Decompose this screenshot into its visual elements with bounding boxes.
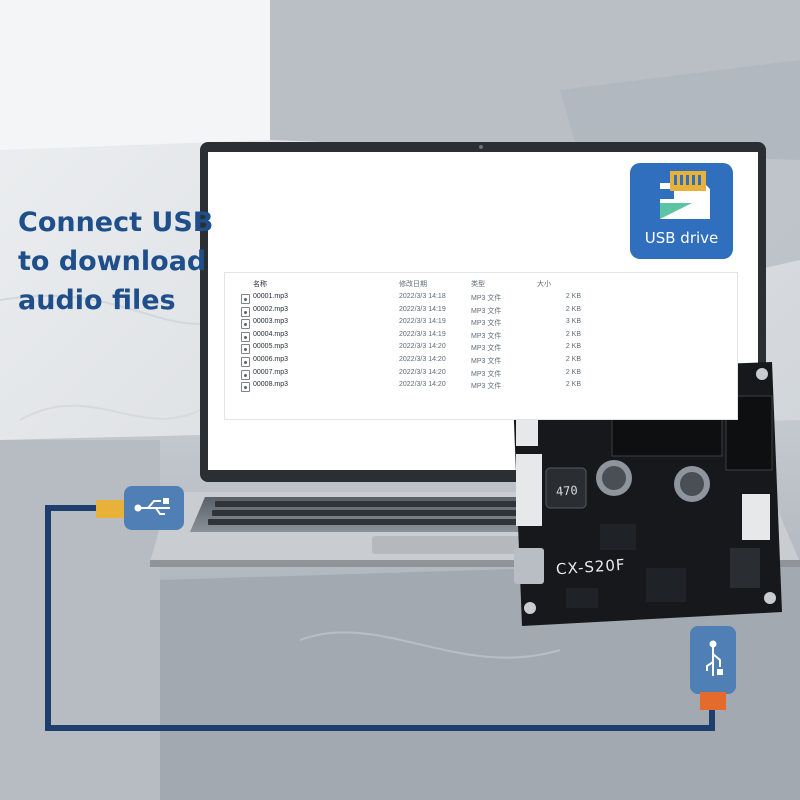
file-name: 00002.mp3 bbox=[253, 305, 289, 313]
column-type[interactable]: 类型 bbox=[471, 281, 485, 288]
file-name: 00007.mp3 bbox=[253, 368, 289, 376]
usb-icon bbox=[706, 640, 723, 676]
usb-icon bbox=[134, 498, 170, 515]
file-size: 2 KB bbox=[565, 343, 581, 351]
audio-file-icon bbox=[241, 319, 250, 330]
platform-front bbox=[160, 560, 800, 800]
file-size: 2 KB bbox=[565, 368, 581, 376]
usb-cable bbox=[45, 486, 736, 731]
connector-white bbox=[516, 454, 542, 526]
capacitor bbox=[602, 466, 626, 490]
file-row[interactable]: 00001.mp3 2022/3/3 14:18 MP3 文件 2 KB bbox=[225, 293, 737, 305]
file-date: 2022/3/3 14:19 bbox=[399, 318, 446, 326]
connector-white bbox=[742, 494, 770, 540]
file-row[interactable]: 00002.mp3 2022/3/3 14:19 MP3 文件 2 KB bbox=[225, 306, 737, 318]
inductor-marking: 470 bbox=[555, 483, 579, 499]
headline-line-3: audio files bbox=[18, 285, 176, 316]
sd-card-icon bbox=[660, 171, 710, 219]
audio-file-icon bbox=[241, 306, 250, 317]
file-row[interactable]: 00005.mp3 2022/3/3 14:20 MP3 文件 2 KB bbox=[225, 343, 737, 355]
file-size: 2 KB bbox=[565, 330, 581, 338]
usb-drive-label: USB drive bbox=[644, 229, 719, 247]
column-header-row: 名称 修改日期 类型 大小 bbox=[225, 279, 737, 291]
usb-drive-tile: USB drive bbox=[630, 163, 733, 259]
mounting-hole bbox=[764, 592, 776, 604]
file-row[interactable]: 00003.mp3 2022/3/3 14:19 MP3 文件 3 KB bbox=[225, 318, 737, 330]
ic-chip bbox=[566, 588, 598, 608]
column-size[interactable]: 大小 bbox=[537, 281, 551, 288]
audio-file-icon bbox=[241, 369, 250, 380]
file-name: 00001.mp3 bbox=[253, 293, 289, 300]
file-type: MP3 文件 bbox=[471, 370, 502, 378]
file-type: MP3 文件 bbox=[471, 307, 502, 315]
file-name: 00006.mp3 bbox=[253, 356, 289, 363]
file-name: 00005.mp3 bbox=[253, 343, 289, 351]
file-name: 00003.mp3 bbox=[253, 318, 289, 326]
column-name[interactable]: 名称 bbox=[253, 281, 267, 288]
usb-c-port bbox=[514, 548, 544, 584]
file-size: 2 KB bbox=[565, 305, 581, 313]
file-row[interactable]: 00004.mp3 2022/3/3 14:19 MP3 文件 2 KB bbox=[225, 331, 737, 343]
file-type: MP3 文件 bbox=[471, 320, 502, 328]
mounting-hole bbox=[524, 602, 536, 614]
file-name: 00008.mp3 bbox=[253, 381, 289, 389]
file-size: 2 KB bbox=[565, 356, 581, 363]
background-panel-left bbox=[0, 0, 270, 150]
marble-vein bbox=[19, 404, 201, 421]
cable-tip-right bbox=[700, 692, 726, 710]
mounting-hole bbox=[756, 368, 768, 380]
file-size: 3 KB bbox=[565, 318, 581, 326]
audio-file-icon bbox=[241, 344, 250, 355]
file-type: MP3 文件 bbox=[471, 358, 502, 365]
headline-line-1: Connect USB bbox=[18, 207, 214, 238]
platform-step bbox=[0, 440, 160, 800]
file-date: 2022/3/3 14:18 bbox=[399, 293, 446, 300]
cable-wire bbox=[45, 505, 715, 731]
file-type: MP3 文件 bbox=[471, 332, 502, 340]
file-type: MP3 文件 bbox=[471, 383, 502, 391]
headline-line-2: to download bbox=[18, 246, 207, 277]
headline: Connect USB to download audio files bbox=[18, 203, 213, 320]
inductor bbox=[545, 467, 587, 509]
ic-chip bbox=[646, 568, 686, 602]
file-name: 00004.mp3 bbox=[253, 330, 289, 338]
laptop-front-edge bbox=[150, 560, 800, 567]
file-date: 2022/3/3 14:20 bbox=[399, 381, 446, 389]
file-size: 2 KB bbox=[565, 293, 581, 300]
ic-chip bbox=[600, 524, 636, 550]
marble-vein bbox=[299, 631, 561, 659]
audio-file-icon bbox=[241, 382, 250, 393]
file-type: MP3 文件 bbox=[471, 295, 502, 302]
column-date[interactable]: 修改日期 bbox=[399, 281, 427, 288]
audio-jack bbox=[730, 548, 760, 588]
laptop-touchpad bbox=[372, 536, 542, 554]
file-date: 2022/3/3 14:20 bbox=[399, 356, 446, 363]
file-date: 2022/3/3 14:19 bbox=[399, 330, 446, 338]
file-type: MP3 文件 bbox=[471, 345, 502, 353]
file-date: 2022/3/3 14:20 bbox=[399, 343, 446, 351]
cable-tip-left bbox=[96, 500, 126, 518]
file-date: 2022/3/3 14:19 bbox=[399, 305, 446, 313]
file-row[interactable]: 00007.mp3 2022/3/3 14:20 MP3 文件 2 KB bbox=[225, 369, 737, 381]
audio-file-icon bbox=[241, 294, 250, 304]
audio-file-icon bbox=[241, 357, 250, 367]
file-row[interactable]: 00006.mp3 2022/3/3 14:20 MP3 文件 2 KB bbox=[225, 356, 737, 368]
audio-file-icon bbox=[241, 331, 250, 342]
file-size: 2 KB bbox=[565, 381, 581, 389]
file-date: 2022/3/3 14:20 bbox=[399, 368, 446, 376]
capacitor bbox=[680, 472, 704, 496]
file-row[interactable]: 00008.mp3 2022/3/3 14:20 MP3 文件 2 KB bbox=[225, 381, 737, 393]
laptop-camera bbox=[479, 145, 483, 149]
